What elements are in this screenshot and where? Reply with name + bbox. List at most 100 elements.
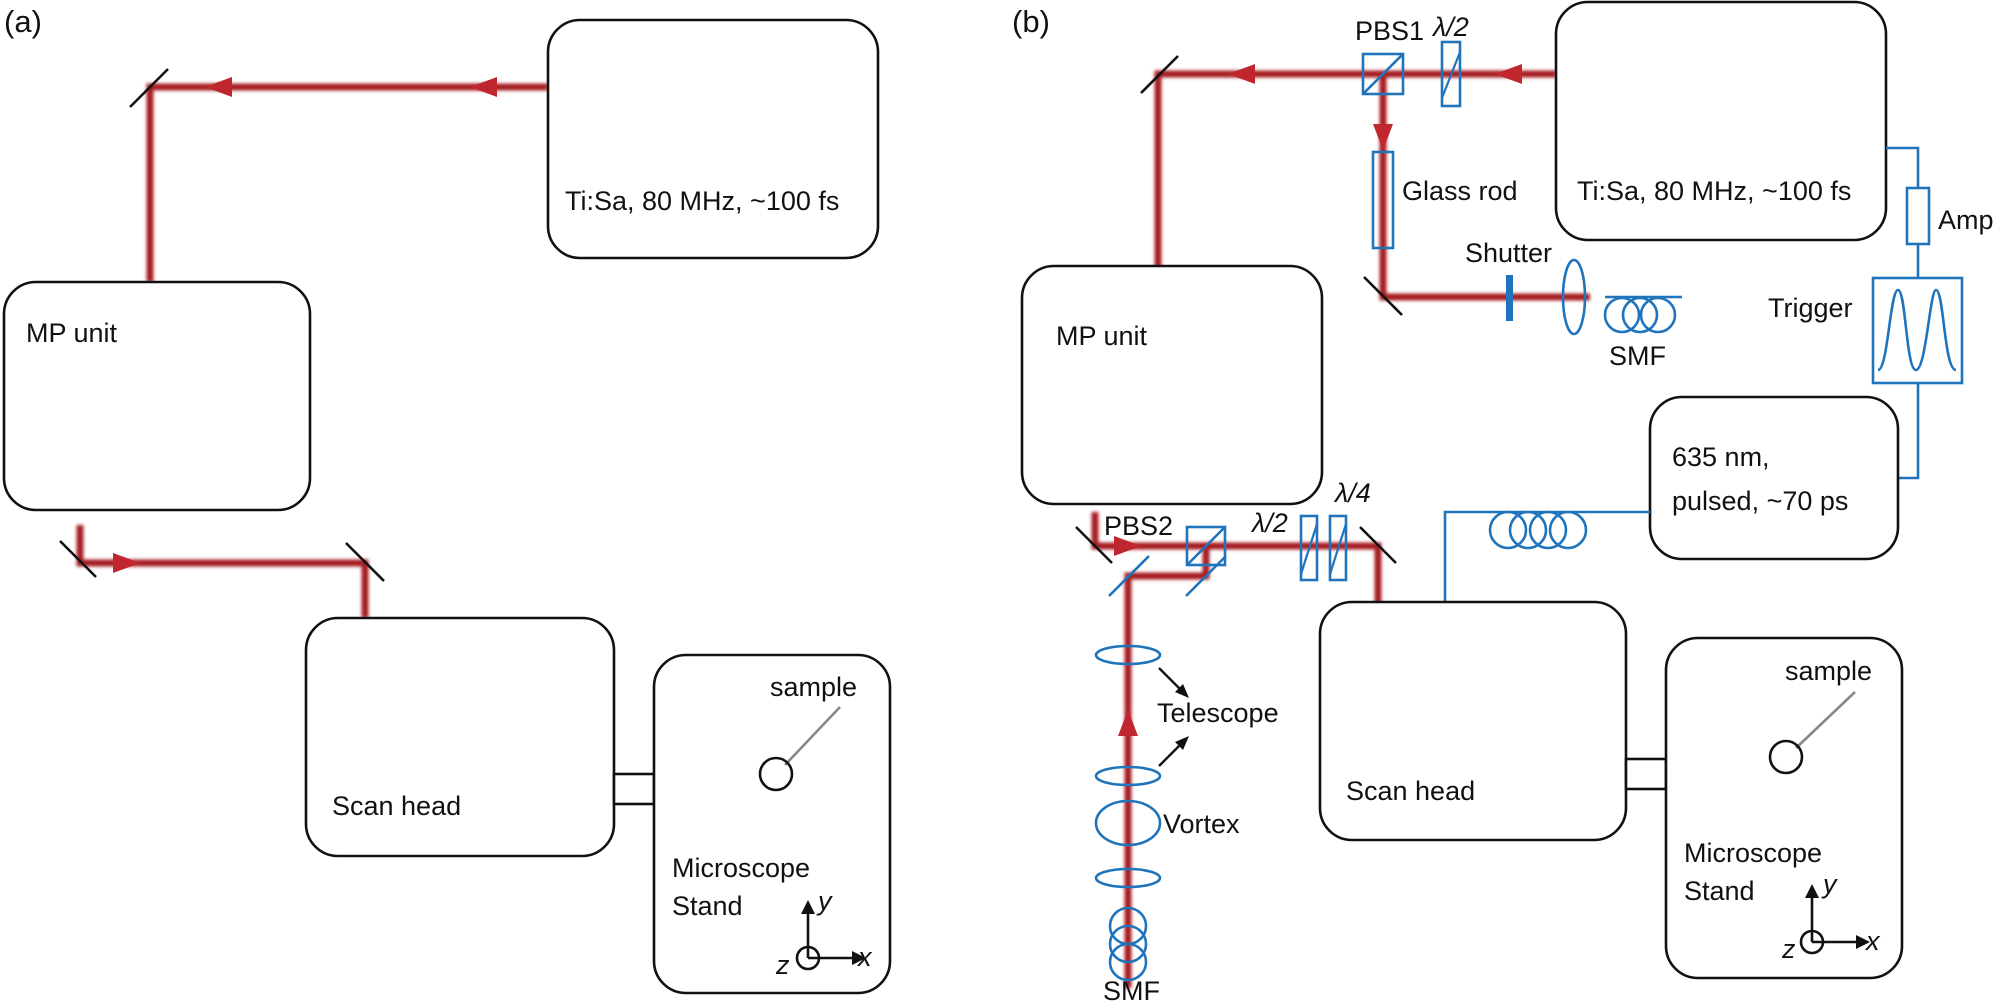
scan-head-box-b <box>1318 600 1628 842</box>
telescope-pointer-2 <box>1158 743 1182 767</box>
mp-unit-box-a <box>2 280 312 512</box>
beam-arrow <box>1114 536 1141 556</box>
laser-box-b <box>1554 0 1888 242</box>
sample-label-a: sample <box>770 672 857 702</box>
electrical-line-2 <box>1898 383 1920 480</box>
panel-a-label: (a) <box>4 4 42 39</box>
beam-arrow <box>1118 710 1138 736</box>
smf-top-label: SMF <box>1609 341 1666 371</box>
axis-x-a: x <box>856 942 873 972</box>
trigger-pulses <box>1876 288 1957 372</box>
mp-unit-label-a: MP unit <box>26 318 118 348</box>
smf-bottom-label: SMF <box>1103 976 1160 1006</box>
pulsed-label-2: pulsed, ~70 ps <box>1672 486 1848 516</box>
mirror-b4 <box>1359 526 1397 564</box>
beam-b-laser-to-mp <box>1154 70 1556 268</box>
beam-a-laser-to-mp <box>146 83 548 282</box>
beam-arrow <box>1373 124 1393 150</box>
scan-head-box-a <box>304 616 616 858</box>
vortex-label: Vortex <box>1163 809 1240 839</box>
scan-head-label-b: Scan head <box>1346 776 1475 806</box>
pulsed-laser-box <box>1648 395 1900 561</box>
mp-unit-label-b: MP unit <box>1056 321 1148 351</box>
stand-label-a-2: Stand <box>672 891 743 921</box>
axis-x-b: x <box>1864 926 1881 956</box>
beam-a-mp-to-scan <box>76 525 369 618</box>
beam-b-mp-to-scan <box>1091 512 1382 604</box>
microscope-stand-box-a <box>652 653 892 995</box>
pbs2 <box>1185 525 1227 567</box>
vortex-plate <box>1094 799 1162 847</box>
telescope-lens-1 <box>1094 644 1162 666</box>
axes-a: y x z <box>775 886 873 980</box>
beam-arrow <box>1228 64 1255 84</box>
telescope-label: Telescope <box>1157 698 1279 728</box>
beam-arrow <box>113 553 140 573</box>
half-wave-plate-1 <box>1440 40 1462 108</box>
trigger-label: Trigger <box>1768 293 1853 323</box>
amp-box <box>1905 186 1931 246</box>
amp-label: Amp <box>1938 205 1994 235</box>
axis-y-b: y <box>1821 869 1838 899</box>
laser-label-a: Ti:Sa, 80 MHz, ~100 fs <box>565 186 839 216</box>
mirror-a2 <box>59 540 97 578</box>
mirror-b1 <box>1140 55 1179 94</box>
sample-label-b: sample <box>1785 656 1872 686</box>
collimation-lens <box>1094 867 1162 889</box>
sample-circle-b <box>1768 739 1804 775</box>
connector-a <box>612 772 656 806</box>
axes-b: y x z <box>1781 869 1881 964</box>
pulsed-label-1: 635 nm, <box>1672 442 1770 472</box>
trigger-box <box>1871 276 1964 385</box>
mirror-b3 <box>1075 526 1113 564</box>
telescope-pointer-1-head <box>1175 684 1189 698</box>
shutter-label: Shutter <box>1465 238 1552 268</box>
mp-unit-box-b <box>1020 264 1324 506</box>
telescope-pointer-2-head <box>1175 736 1189 750</box>
glass-rod-label: Glass rod <box>1402 176 1518 206</box>
panel-a: (a) Ti:Sa, 80 MHz, ~100 fs MP unit Scan … <box>2 4 892 995</box>
mirror-a1 <box>129 68 169 108</box>
fiber-coil-bottom <box>1108 906 1148 982</box>
half-wave-1-label: λ/2 <box>1431 12 1469 42</box>
mirror-b5 <box>1108 555 1150 597</box>
sample-pointer-a <box>784 706 841 766</box>
fiber-coil-top <box>1603 295 1682 334</box>
pbs1-label: PBS1 <box>1355 16 1424 46</box>
axis-y-a: y <box>816 886 833 916</box>
laser-box-a <box>546 18 880 260</box>
quarter-wave-label: λ/4 <box>1333 478 1371 508</box>
sample-pointer-b <box>1795 691 1856 749</box>
half-wave-2-label: λ/2 <box>1250 508 1288 538</box>
panel-b: (b) PBS1 λ/2 Glass rod Shutter <box>1012 0 1994 1006</box>
scan-head-label-a: Scan head <box>332 791 461 821</box>
axis-z-a: z <box>775 950 790 980</box>
stand-label-b-2: Stand <box>1684 876 1755 906</box>
beam-arrow <box>1495 64 1522 84</box>
microscope-stand-box-b <box>1664 636 1904 980</box>
shutter <box>1506 275 1513 321</box>
laser-label-b: Ti:Sa, 80 MHz, ~100 fs <box>1577 176 1851 206</box>
axis-z-b: z <box>1781 934 1796 964</box>
stand-label-b-1: Microscope <box>1684 838 1822 868</box>
connector-b <box>1624 757 1668 791</box>
quarter-wave-plate <box>1328 514 1348 582</box>
mirror-b2 <box>1363 276 1403 316</box>
beam-arrow <box>470 77 497 97</box>
sample-circle-a <box>758 756 794 792</box>
pbs2-label: PBS2 <box>1104 511 1173 541</box>
pbs1 <box>1361 52 1405 96</box>
stand-label-a-1: Microscope <box>672 853 810 883</box>
glass-rod <box>1371 150 1395 250</box>
telescope-pointer-1 <box>1158 667 1182 691</box>
half-wave-plate-2 <box>1299 514 1319 582</box>
coupling-lens <box>1561 258 1587 336</box>
mirror-b6 <box>1185 555 1227 597</box>
fiber-coil-middle <box>1443 510 1650 602</box>
beam-arrow <box>205 77 232 97</box>
mirror-a3 <box>345 542 385 582</box>
beam-b-vortex-arm <box>1124 546 1210 988</box>
telescope-lens-2 <box>1094 765 1162 787</box>
panel-b-label: (b) <box>1012 4 1050 39</box>
